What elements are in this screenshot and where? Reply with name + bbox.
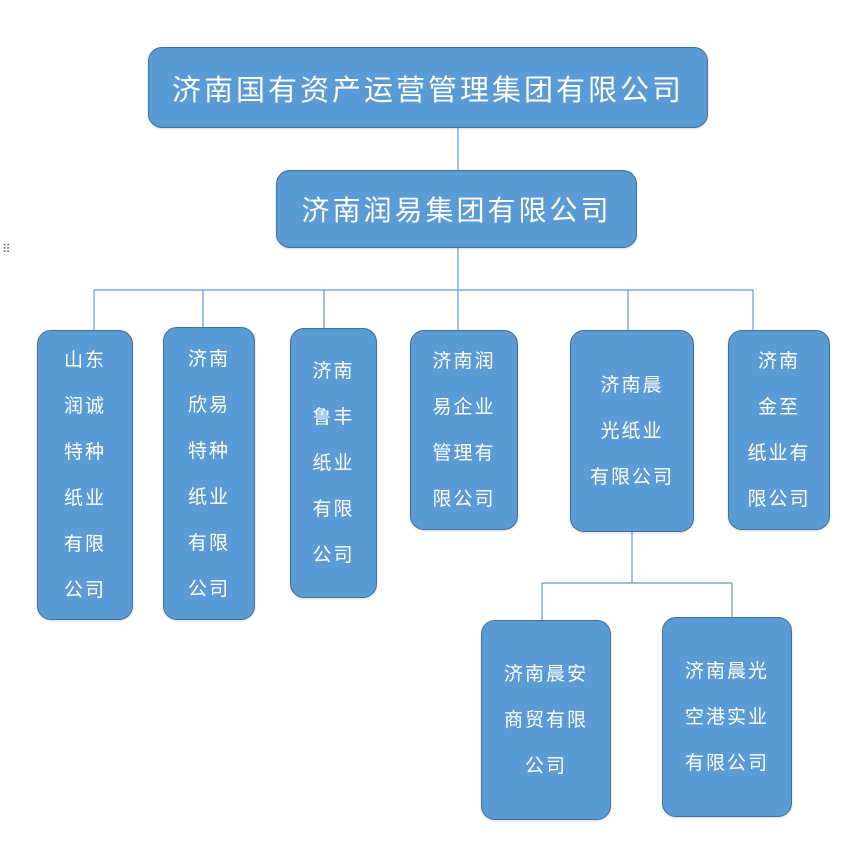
org-node-label: 济南 金至 纸业有 限公司 [747, 350, 811, 510]
org-node-subsidiary-1: 山东 润诚 特种 纸业 有限 公司 [37, 330, 133, 620]
drag-handle-icon[interactable]: ⠿ [2, 242, 11, 256]
org-node-label: 济南晨光 空港实业 有限公司 [684, 660, 769, 774]
org-node-sub-subsidiary-2: 济南晨光 空港实业 有限公司 [662, 617, 792, 817]
org-node-label: 济南晨 光纸业 有限公司 [589, 374, 674, 488]
org-node-label: 济南 欣易 特种 纸业 有限 公司 [187, 347, 230, 600]
org-node-subsidiary-6: 济南 金至 纸业有 限公司 [728, 330, 830, 530]
org-node-label: 山东 润诚 特种 纸业 有限 公司 [63, 349, 106, 601]
org-node-root: 济南国有资产运营管理集团有限公司 [148, 47, 708, 128]
org-node-subsidiary-3: 济南 鲁丰 纸业 有限 公司 [290, 328, 377, 598]
org-node-sub-subsidiary-1: 济南晨安 商贸有限 公司 [481, 620, 611, 820]
org-node-label: 济南润易集团有限公司 [301, 194, 612, 227]
org-node-label: 济南国有资产运营管理集团有限公司 [171, 72, 684, 107]
org-node-label: 济南 鲁丰 纸业 有限 公司 [312, 360, 355, 566]
org-node-subsidiary-5: 济南晨 光纸业 有限公司 [570, 330, 694, 532]
org-node-subsidiary-4: 济南润 易企业 管理有 限公司 [410, 330, 518, 530]
org-node-level2: 济南润易集团有限公司 [276, 170, 637, 248]
org-node-subsidiary-2: 济南 欣易 特种 纸业 有限 公司 [163, 327, 255, 620]
org-node-label: 济南润 易企业 管理有 限公司 [432, 350, 496, 510]
org-node-label: 济南晨安 商贸有限 公司 [503, 663, 588, 777]
